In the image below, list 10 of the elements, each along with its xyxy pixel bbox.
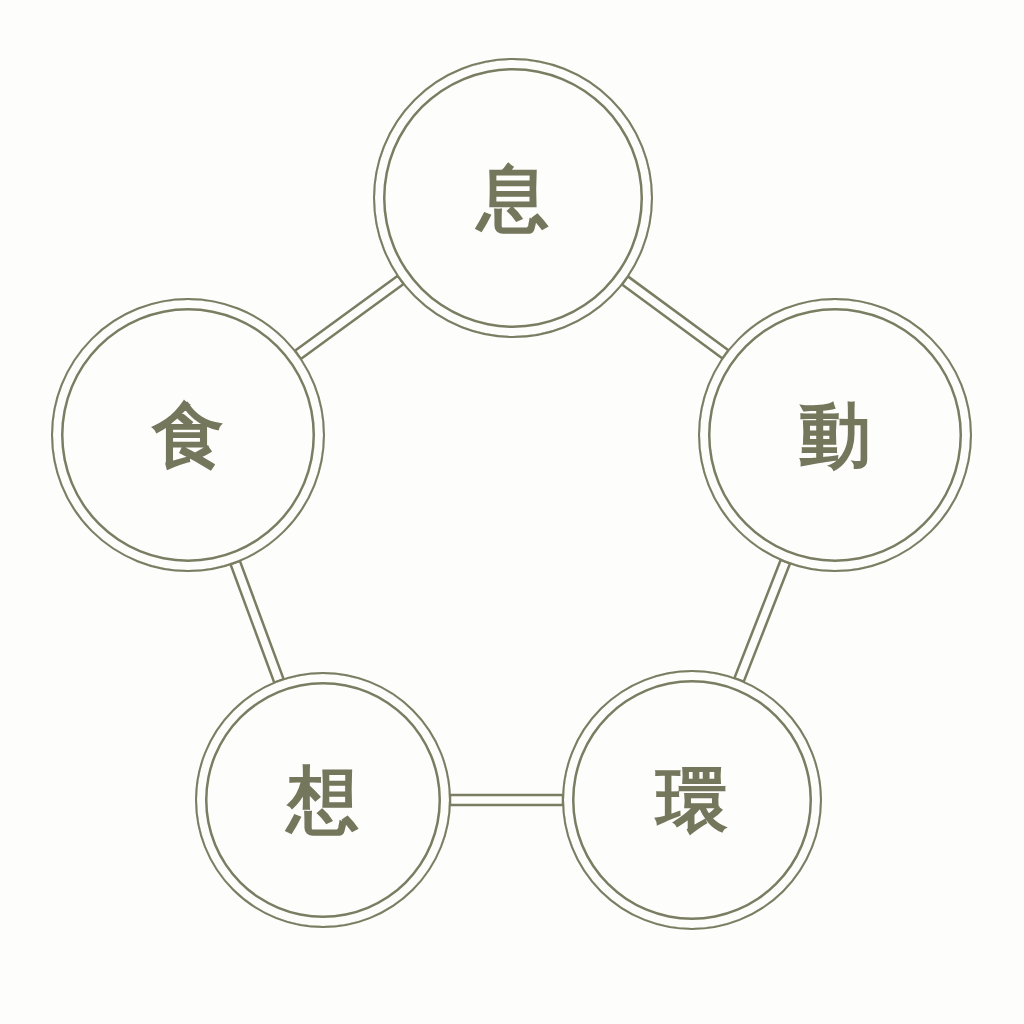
- double-line-connector: [448, 793, 565, 807]
- node-label: 息: [477, 162, 549, 234]
- double-line-connector: [732, 558, 792, 684]
- node-label: 食: [152, 399, 224, 471]
- node-label: 想: [287, 764, 359, 836]
- double-line-connector: [293, 274, 406, 361]
- node-label: 環: [656, 764, 728, 836]
- node-label: 動: [799, 399, 871, 471]
- double-line-connector: [228, 559, 286, 685]
- double-line-connector: [620, 274, 731, 361]
